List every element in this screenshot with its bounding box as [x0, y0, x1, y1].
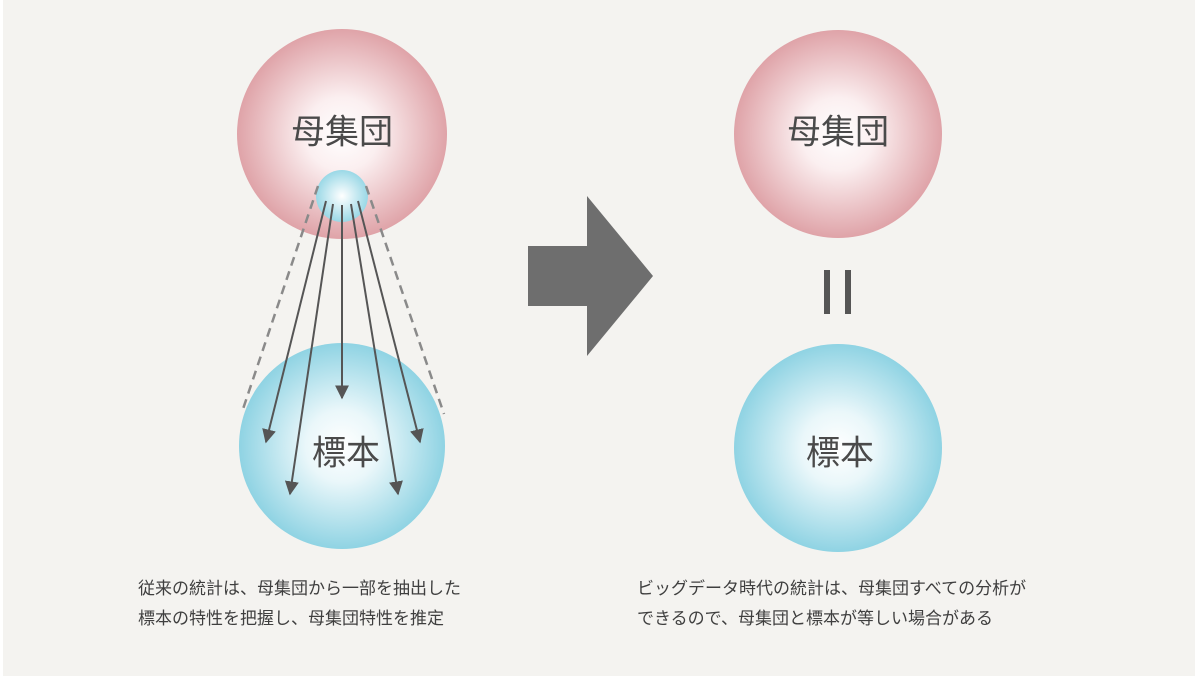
equals-icon	[824, 270, 851, 314]
left-caption-line-2: 標本の特性を把握し、母集団特性を推定	[138, 609, 444, 629]
cone-right-dashed-line	[364, 185, 446, 415]
extracted-sample-circle	[316, 170, 368, 222]
right-population-label: 母集団	[787, 113, 889, 153]
transition-arrow-icon	[528, 196, 653, 356]
sampling-arrow-icon	[350, 203, 403, 496]
left-caption-line-1: 従来の統計は、母集団から一部を抽出した	[138, 579, 461, 599]
right-sample-circle	[734, 344, 942, 552]
sampling-arrow-icon	[284, 203, 334, 496]
right-caption-line-2: できるので、母集団と標本が等しい場合がある	[637, 609, 993, 629]
right-caption-line-1: ビッグデータ時代の統計は、母集団すべての分析が	[637, 579, 1027, 599]
right-sample-label: 標本	[806, 434, 874, 474]
cone-left-dashed-line	[240, 185, 320, 413]
left-caption: 従来の統計は、母集団から一部を抽出した 標本の特性を把握し、母集団特性を推定	[138, 574, 461, 634]
left-population-circle	[237, 29, 447, 239]
left-sample-circle	[239, 343, 445, 549]
right-caption: ビッグデータ時代の統計は、母集団すべての分析が できるので、母集団と標本が等しい…	[637, 574, 1026, 634]
sampling-arrow-icon	[262, 200, 327, 444]
right-population-circle	[734, 30, 942, 238]
sampling-arrow-icon	[357, 200, 424, 444]
left-population-label: 母集団	[291, 113, 393, 153]
left-sample-label: 標本	[312, 434, 380, 474]
sampling-arrows	[262, 200, 424, 496]
